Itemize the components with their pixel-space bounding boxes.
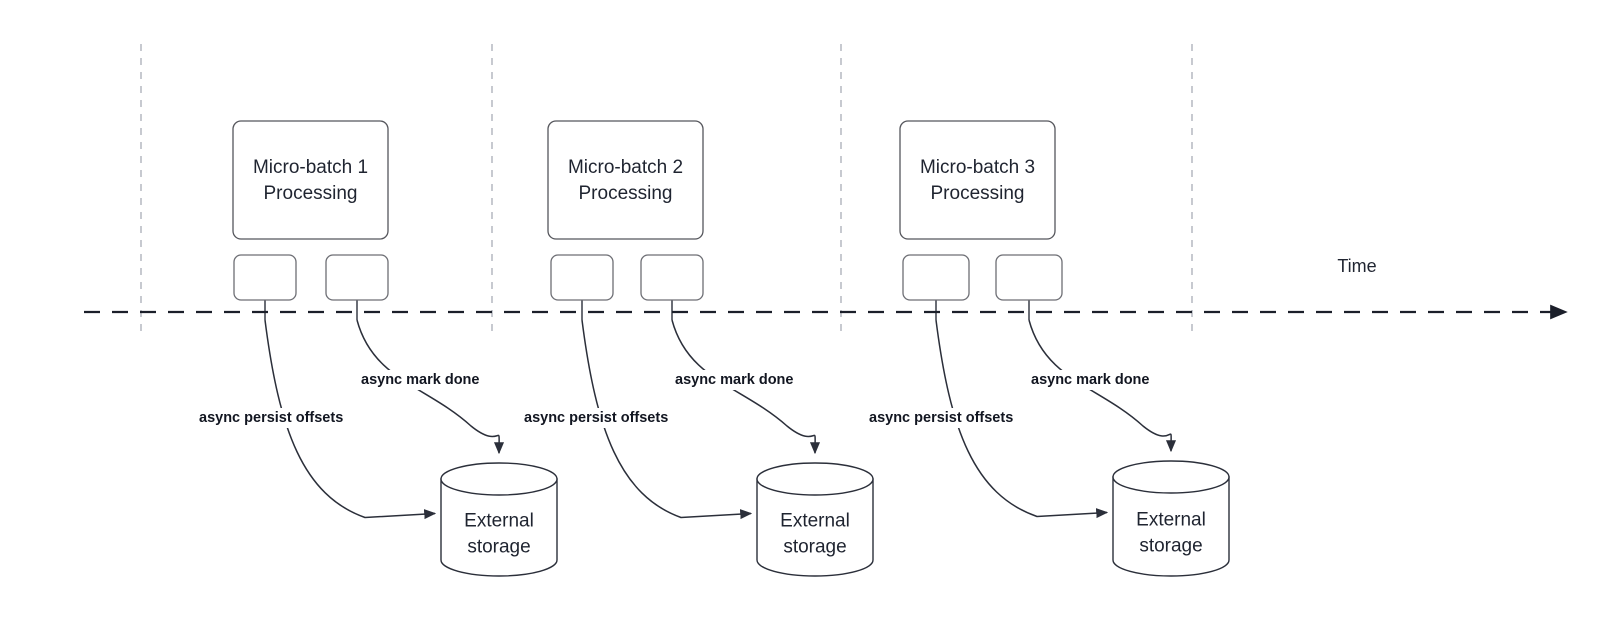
storage-label-line2-3: storage	[1139, 536, 1202, 557]
mark-done-task-3[interactable]	[995, 254, 1063, 301]
microbatch-box-2[interactable]	[547, 120, 704, 240]
async-mark-done-curve-2	[671, 319, 821, 455]
async-persist-offsets-curve-2	[581, 319, 753, 520]
async-mark-done-label-1: async mark done	[361, 372, 479, 388]
persist-offsets-task-2[interactable]	[550, 254, 614, 301]
edge-label-backdrop-2-1	[521, 408, 685, 428]
storage-cylinder-body-3[interactable]	[1112, 476, 1230, 577]
microbatch-box-1[interactable]	[232, 120, 389, 240]
microbatch-node-shapes: Micro-batch 1 Processing Micro-batch 2 Proc…	[232, 120, 1063, 301]
storage-label-line1-1: External	[464, 511, 534, 532]
edge-label-backdrop-2-2	[672, 370, 789, 390]
storage-cylinder-body-1[interactable]	[440, 478, 558, 577]
async-mark-done-curve-1	[356, 319, 505, 455]
edge-label-backdrop-3-1	[866, 408, 1030, 428]
microbatch-label-line2-2: Processing	[579, 183, 673, 204]
microbatch-box-3[interactable]	[899, 120, 1056, 240]
async-persist-offsets-label-1: async persist offsets	[199, 410, 343, 426]
async-mark-done-label-2: async mark done	[675, 372, 793, 388]
external-storage-shapes: External storage External storage External st…	[440, 460, 1230, 577]
microbatch-label-line1-3: Micro-batch 3	[920, 157, 1035, 178]
async-persist-offsets-label-2: async persist offsets	[524, 410, 668, 426]
storage-cylinder-top-3	[1112, 460, 1230, 494]
microbatch-label-line1-1: Micro-batch 1	[253, 157, 368, 178]
microbatch-label-line2-1: Processing	[264, 183, 358, 204]
edge-label-backdrop-1-1	[196, 408, 360, 428]
async-persist-offsets-curve-1	[264, 319, 437, 520]
async-flow-curves	[264, 319, 1177, 520]
async-edge-labels: async persist offsets async mark done asyn…	[196, 370, 1149, 428]
async-mark-done-curve-3	[1028, 319, 1177, 453]
storage-label-line1-2: External	[780, 511, 850, 532]
async-mark-done-label-3: async mark done	[1031, 372, 1149, 388]
storage-label-line1-3: External	[1136, 510, 1206, 531]
microbatch-label-line2-3: Processing	[931, 183, 1025, 204]
storage-cylinder-top-1	[440, 462, 558, 496]
storage-label-line2-1: storage	[467, 537, 530, 558]
async-persist-offsets-label-3: async persist offsets	[869, 410, 1013, 426]
edge-label-backdrop-1-2	[358, 370, 475, 390]
persist-offsets-task-1[interactable]	[233, 254, 297, 301]
task-connector-stems	[264, 300, 1030, 320]
async-persist-offsets-curve-3	[935, 319, 1109, 519]
edge-label-backdrop-3-2	[1028, 370, 1145, 390]
storage-label-line2-2: storage	[783, 537, 846, 558]
microbatch-label-line1-2: Micro-batch 2	[568, 157, 683, 178]
persist-offsets-task-3[interactable]	[902, 254, 970, 301]
storage-cylinder-body-2[interactable]	[756, 478, 874, 577]
timeline-tick-lines	[140, 44, 1193, 335]
time-axis-label: Time	[1337, 256, 1376, 276]
mark-done-task-2[interactable]	[640, 254, 704, 301]
mark-done-task-1[interactable]	[325, 254, 389, 301]
storage-cylinder-top-2	[756, 462, 874, 496]
